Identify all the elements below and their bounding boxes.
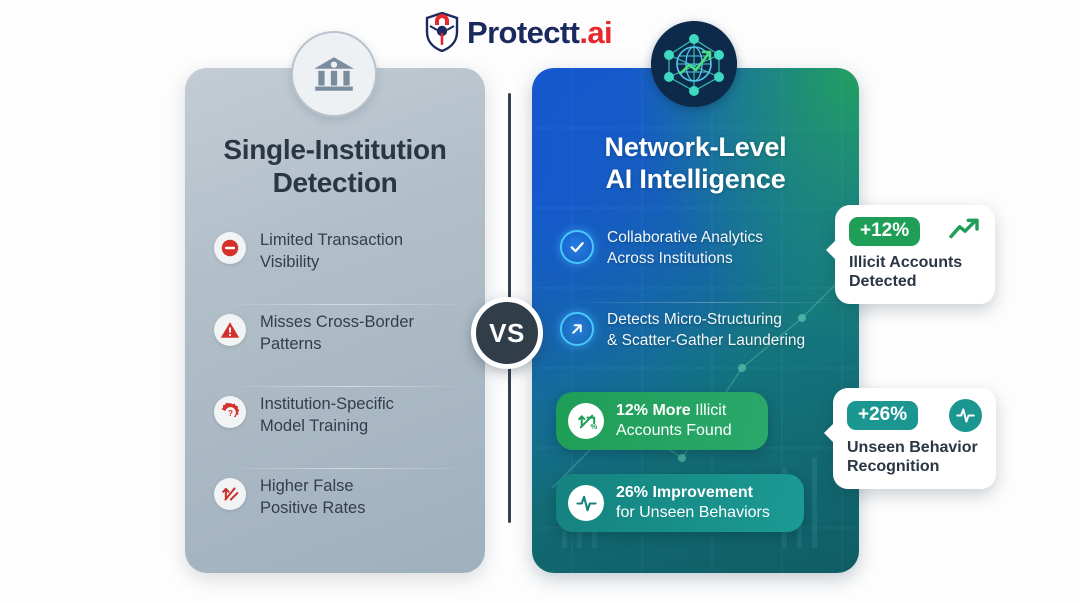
pulse-activity-icon — [949, 399, 982, 432]
gear-question-icon: ? — [214, 396, 246, 428]
right-panel-title: Network-Level AI Intelligence — [532, 132, 859, 196]
brand-name: Protectt — [467, 14, 580, 50]
brand-suffix: .ai — [579, 14, 612, 50]
callout-illicit-accounts-detected: +12% Illicit Accounts Detected — [826, 205, 995, 305]
line1: Illicit Accounts — [849, 254, 963, 271]
stat-pill-label: 26% Improvement for Unseen Behaviors — [616, 483, 770, 523]
trending-up-icon — [947, 216, 981, 247]
status-badge: +26% — [847, 401, 919, 430]
arrow-percent-up-icon — [214, 478, 246, 510]
brand-logo: Protectt.ai — [424, 11, 613, 53]
no-entry-icon — [214, 232, 246, 264]
line2: Across Institutions — [607, 249, 733, 267]
bank-institution-icon — [291, 31, 377, 117]
left-panel-title: Single-Institution Detection — [185, 133, 485, 199]
line2: Visibility — [260, 252, 320, 271]
line2: Recognition — [847, 458, 940, 476]
stat-strong: 12% More — [616, 402, 691, 419]
left-title-line2: Detection — [272, 167, 398, 199]
stat-pill-label: 12% More Illicit Accounts Found — [616, 401, 732, 441]
callout-header: +26% — [847, 399, 982, 432]
list-item: Collaborative Analytics Across Instituti… — [560, 222, 860, 304]
line2: Positive Rates — [260, 498, 366, 517]
line1: Collaborative Analytics — [607, 229, 763, 246]
list-item: Limited Transaction Visibility — [214, 222, 464, 304]
warning-triangle-icon — [214, 314, 246, 346]
line1: Institution-Specific — [260, 395, 394, 413]
list-item: Detects Micro-Structuring & Scatter-Gath… — [560, 302, 860, 386]
list-item: ? Institution-Specific Model Training — [214, 386, 470, 468]
svg-text:%: % — [590, 422, 597, 431]
shield-icon — [424, 11, 460, 53]
vs-badge: VS — [471, 297, 543, 369]
list-item: Higher False Positive Rates — [214, 468, 470, 550]
line1: Higher False — [260, 477, 354, 495]
line1: Unseen Behavior — [847, 439, 978, 456]
line1: Limited Transaction — [260, 231, 404, 249]
check-circle-icon — [560, 230, 594, 264]
line2: Patterns — [260, 334, 322, 353]
line2: & Scatter-Gather Laundering — [607, 331, 806, 349]
left-title-line1: Single-Institution — [223, 134, 447, 165]
list-item: Misses Cross-Border Patterns — [214, 304, 470, 386]
chart-percent-up-icon: % — [568, 403, 604, 439]
brand-wordmark: Protectt.ai — [467, 14, 613, 50]
stat-pill-unseen-behaviors: 26% Improvement for Unseen Behaviors — [556, 474, 804, 532]
arrow-up-right-icon — [560, 312, 594, 346]
list-item-label: Detects Micro-Structuring & Scatter-Gath… — [607, 310, 805, 351]
list-item-label: Higher False Positive Rates — [260, 476, 365, 520]
network-globe-icon — [651, 21, 737, 107]
stat-pill-illicit-accounts: % 12% More Illicit Accounts Found — [556, 392, 768, 450]
stat-line2: for Unseen Behaviors — [616, 504, 770, 521]
line1: Misses Cross-Border — [260, 313, 415, 331]
callout-text: Unseen Behavior Recognition — [847, 438, 982, 476]
list-item-label: Institution-Specific Model Training — [260, 394, 394, 438]
line2: Detected — [849, 273, 917, 291]
callout-unseen-behavior-recognition: +26% Unseen Behavior Recognition — [824, 388, 996, 490]
line2: Model Training — [260, 416, 369, 435]
right-title-line1: Network-Level — [604, 132, 787, 162]
svg-text:?: ? — [228, 408, 233, 417]
callout-text: Illicit Accounts Detected — [849, 253, 981, 291]
status-badge: +12% — [849, 217, 921, 246]
list-item-label: Limited Transaction Visibility — [260, 230, 403, 274]
callout-header: +12% — [849, 216, 981, 247]
pulse-activity-icon — [568, 485, 604, 521]
right-title-line2: AI Intelligence — [605, 163, 786, 194]
stat-line2: Accounts Found — [616, 422, 732, 439]
right-panel-list: Collaborative Analytics Across Instituti… — [560, 222, 860, 386]
stat-rest: Illicit — [690, 402, 727, 419]
list-item-label: Collaborative Analytics Across Instituti… — [607, 228, 763, 269]
line1: Detects Micro-Structuring — [607, 311, 782, 328]
list-item-label: Misses Cross-Border Patterns — [260, 312, 414, 356]
stat-strong: 26% Improvement — [616, 484, 753, 501]
left-panel-list: Limited Transaction Visibility Misses Cr… — [214, 222, 470, 550]
